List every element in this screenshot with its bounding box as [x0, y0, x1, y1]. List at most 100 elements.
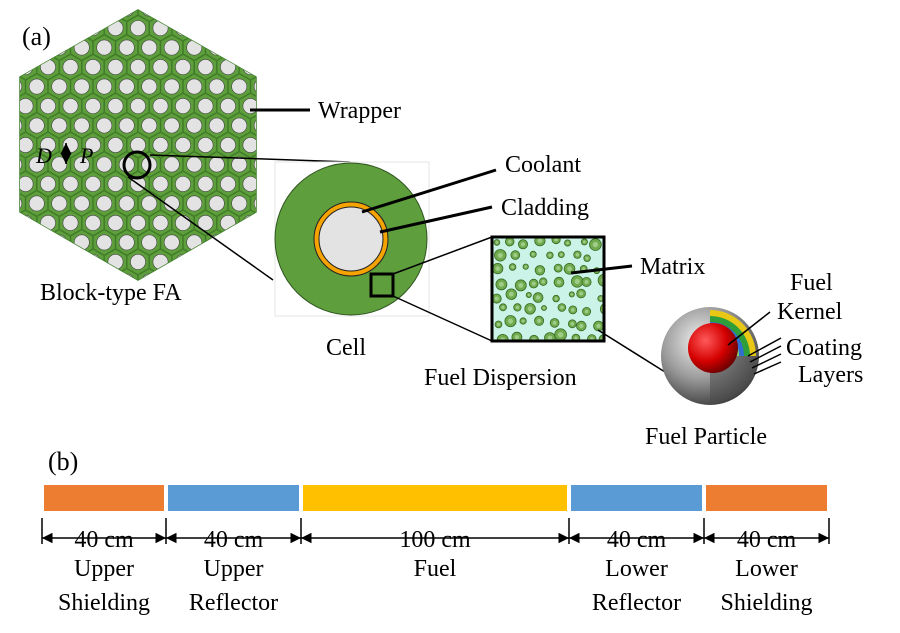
panel-a-label: (a) [22, 22, 51, 51]
dispersed-particle-core [494, 296, 499, 301]
coolant-hole [197, 215, 214, 231]
fuel-dispersion [490, 235, 606, 343]
dispersed-particle-core [507, 239, 512, 244]
coolant-hole [85, 59, 101, 75]
zoom-line-dispersion-lower [392, 295, 493, 342]
dispersion-sample-box [369, 272, 395, 298]
coolant-hole [175, 215, 191, 231]
coolant-hole [175, 20, 191, 36]
coolant-hole [231, 234, 248, 251]
coolant-hole [186, 117, 203, 134]
lattice-cell [227, 34, 251, 61]
lattice-cell [250, 112, 256, 139]
coolant-hole [208, 10, 225, 17]
segment-name-label: Upper [74, 556, 134, 582]
coolant-hole [0, 98, 11, 113]
zoom-line-lower [127, 176, 274, 281]
coolant-hole [96, 234, 113, 251]
lattice-cell [20, 248, 37, 275]
dispersed-particle-core [571, 308, 575, 312]
dispersed-particle-core [554, 237, 558, 242]
lattice-cell [262, 16, 284, 41]
coolant-hole [220, 176, 236, 192]
coolant-hole [85, 215, 101, 231]
lattice-cell [25, 229, 49, 256]
coating-leader-1 [747, 337, 782, 357]
coolant-hole [253, 234, 256, 251]
lattice-cell [273, 74, 295, 99]
coolant-hole [186, 10, 203, 17]
coolant-hole [107, 98, 124, 114]
cell-caption: Cell [326, 335, 366, 361]
coolant-hole [231, 117, 248, 134]
coolant-hole [175, 59, 191, 75]
coolant-hole [253, 10, 256, 17]
dispersed-particle-core [584, 309, 589, 314]
coolant-hole [231, 39, 248, 56]
coolant-hole [175, 176, 191, 192]
dispersed-particle-core [592, 241, 599, 248]
lattice-cell [59, 15, 82, 42]
segment-name-label: Shielding [720, 590, 812, 616]
coolant-leader [361, 168, 497, 214]
coolant-hole [28, 10, 45, 17]
dispersed-particle-core [498, 281, 504, 287]
lattice-cell [25, 10, 49, 22]
wrapper-label: Wrapper [318, 98, 401, 124]
lattice-cell [227, 10, 251, 22]
coolant-hole [20, 215, 34, 231]
lattice-cell [205, 268, 229, 280]
coolant-hole [197, 254, 214, 270]
lattice-cell [250, 10, 256, 22]
lattice-cell [20, 151, 26, 178]
coolant-hole [163, 10, 180, 17]
lattice-cell [250, 229, 256, 256]
dispersion-caption: Fuel Dispersion [424, 365, 577, 391]
segment-length-label: 100 cm [399, 527, 471, 553]
coolant-hole [51, 117, 68, 134]
coolant-hole [73, 39, 90, 56]
coolant-hole [28, 234, 45, 251]
coolant-hole [288, 59, 303, 74]
axial-segment-bar [706, 485, 827, 511]
coolant-hole [107, 215, 124, 231]
lattice-cell [296, 113, 318, 138]
panel-b-label: (b) [48, 447, 78, 476]
lattice-cell [285, 132, 307, 157]
coolant-hole [0, 59, 11, 74]
coolant-hole [20, 273, 23, 280]
coolant-hole [197, 59, 214, 75]
segment-name-label: Reflector [592, 590, 681, 616]
coolant-hole [73, 10, 90, 17]
kernel-label-line2: Kernel [777, 299, 843, 325]
coolant-hole [0, 254, 11, 269]
coolant-hole [28, 117, 45, 134]
lattice-cell [0, 210, 14, 235]
coolant-hole [20, 10, 23, 17]
lattice-cell [250, 73, 256, 100]
selected-cell-marker [122, 150, 152, 180]
dispersed-particle-core [579, 323, 584, 329]
dispersed-particle-core [585, 256, 589, 260]
coolant-hole [197, 137, 214, 153]
coolant-hole [299, 1, 314, 16]
coolant-hole [152, 59, 169, 75]
dispersed-particle-core [535, 295, 541, 300]
coolant-hole [220, 254, 236, 270]
coolant-hole [40, 137, 56, 153]
lattice-cell [92, 10, 116, 22]
coolant-hole [186, 156, 203, 173]
coolant-hole [220, 137, 236, 153]
coolant-hole [0, 137, 11, 152]
coating-leader-3 [751, 353, 782, 369]
coolant-hole [62, 176, 79, 192]
lattice-cell [262, 171, 284, 196]
coolant-hole [141, 10, 158, 17]
coolant-hole [107, 137, 124, 153]
coolant-hole [253, 156, 256, 173]
coolant-hole [277, 40, 292, 55]
dispersed-particle-core [511, 265, 515, 269]
axial-segment-bar [303, 485, 567, 511]
coolant-hole [40, 176, 56, 192]
